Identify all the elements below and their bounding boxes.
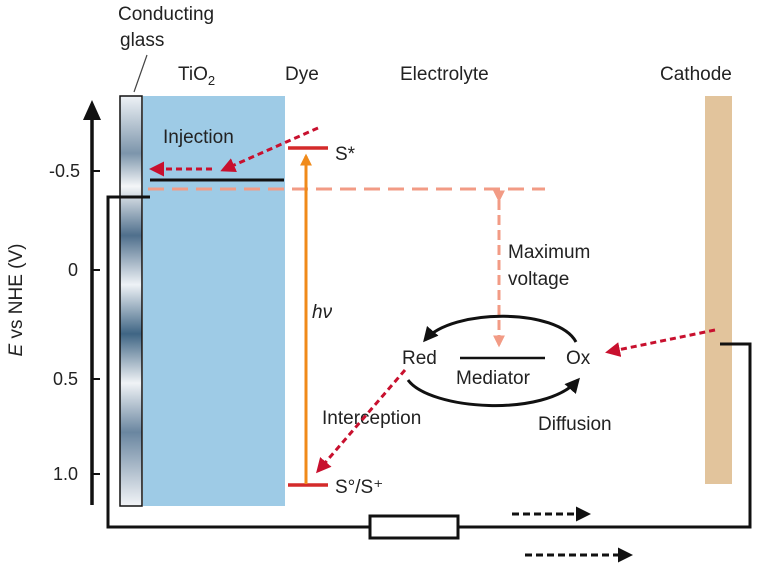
red-label: Red xyxy=(402,348,437,369)
tick-label-1-0: 1.0 xyxy=(53,464,78,484)
s-ground-label: S°/S⁺ xyxy=(335,477,383,498)
injection-arrow-in xyxy=(220,126,319,173)
tick-label-0: 0 xyxy=(68,260,78,280)
diffusion-label: Diffusion xyxy=(538,414,612,435)
mediator-cycle-top-arrow xyxy=(423,314,578,343)
hv-label: hν xyxy=(312,302,333,323)
load-resistor xyxy=(368,514,460,540)
s-star-label: S* xyxy=(335,144,356,165)
max-voltage-label-line2: voltage xyxy=(508,269,569,290)
mediator-label: Mediator xyxy=(456,368,531,389)
injection-label: Injection xyxy=(163,127,234,148)
tick-label-0-5: 0.5 xyxy=(53,369,78,389)
ox-label: Ox xyxy=(566,348,591,369)
conducting-glass-label-line2: glass xyxy=(120,30,164,51)
interception-label: Interception xyxy=(322,408,421,429)
mediator-cycle-bottom-arrow xyxy=(406,377,580,408)
tio2-layer xyxy=(143,96,285,506)
interception-arrow xyxy=(316,369,407,474)
electrolyte-label: Electrolyte xyxy=(400,64,489,85)
cathode-electrode xyxy=(705,96,732,484)
conducting-glass xyxy=(119,95,143,507)
conducting-glass-label-line1: Conducting xyxy=(118,4,214,25)
tio2-label: TiO2 xyxy=(178,64,215,88)
energy-axis-arrowhead xyxy=(83,100,101,120)
cathode-transfer-arrow xyxy=(605,328,716,357)
cathode-label: Cathode xyxy=(660,64,732,85)
axis-label: E vs NHE (V) xyxy=(6,244,27,357)
tick-label-neg-0-5: -0.5 xyxy=(49,161,80,181)
max-voltage-label-line1: Maximum xyxy=(508,242,590,263)
dye-label: Dye xyxy=(285,64,319,85)
conducting-glass-pointer xyxy=(133,54,148,93)
